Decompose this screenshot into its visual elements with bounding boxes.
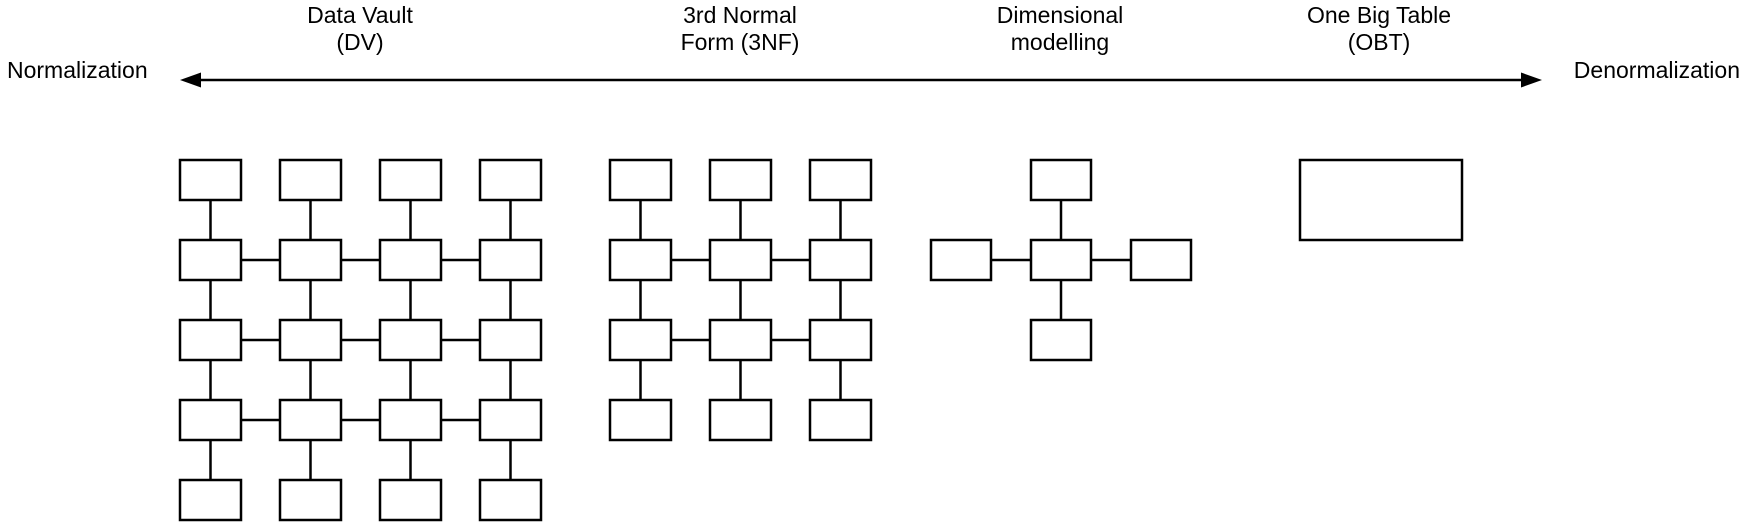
label-data-vault-line1: Data Vault [307,2,413,28]
axis-arrowhead-left [180,72,201,88]
schema-table-box [378,398,443,442]
one-big-table-schema [1298,158,1464,242]
schema-table-box [608,238,673,282]
schema-table-box [278,318,343,362]
schema-table-box [278,158,343,202]
schema-table-box [808,398,873,442]
schema-table-box [708,398,773,442]
schema-table-box [178,318,243,362]
label-dimensional-modelling-line1: Dimensional [996,2,1124,28]
schema-table-box [278,398,343,442]
schema-table-box [478,158,543,202]
schema-table-box [929,238,993,282]
schema-table-box [378,158,443,202]
label-dimensional-modelling-line2: modelling [1010,29,1110,55]
schema-table-box [478,318,543,362]
normalization-axis-arrow [180,72,1542,88]
schema-table-box [478,478,543,522]
axis-arrowhead-right [1521,72,1542,88]
schema-table-box [608,398,673,442]
schema-table-box [378,318,443,362]
schema-table-box [1029,158,1093,202]
label-denormalization: Denormalization [1573,57,1740,83]
label-normalization: Normalization [7,57,148,83]
schema-table-box [278,478,343,522]
label-one-big-table: One Big Table (OBT) [1307,2,1451,56]
schema-table-box [708,158,773,202]
schema-table-box [1129,238,1193,282]
schema-table-box [1029,238,1093,282]
label-third-normal-form-line2: Form (3NF) [680,29,800,55]
schema-table-box [808,318,873,362]
third-normal-form-schema [608,158,873,442]
label-third-normal-form: 3rd Normal Form (3NF) [681,2,800,56]
schema-table-box [608,158,673,202]
schema-table-box [708,318,773,362]
schema-table-box [278,238,343,282]
schema-table-box [178,478,243,522]
schema-table-box [178,398,243,442]
schema-table-box [478,398,543,442]
schema-table-box [1298,158,1464,242]
label-third-normal-form-line1: 3rd Normal [683,2,797,28]
label-dimensional-modelling: Dimensional modelling [997,2,1124,56]
schema-table-box [378,478,443,522]
schema-table-box [1029,318,1093,362]
schema-table-box [708,238,773,282]
schema-table-box [478,238,543,282]
schema-table-box [608,318,673,362]
schema-table-box [808,238,873,282]
schema-table-box [808,158,873,202]
dimensional-star-schema [929,158,1193,362]
schema-table-box [178,158,243,202]
data-vault-schema [178,158,543,522]
schema-table-box [378,238,443,282]
label-one-big-table-line2: (OBT) [1347,29,1411,55]
label-data-vault-line2: (DV) [336,29,384,55]
label-data-vault: Data Vault (DV) [307,2,413,56]
label-one-big-table-line1: One Big Table [1306,2,1452,28]
schema-table-box [178,238,243,282]
